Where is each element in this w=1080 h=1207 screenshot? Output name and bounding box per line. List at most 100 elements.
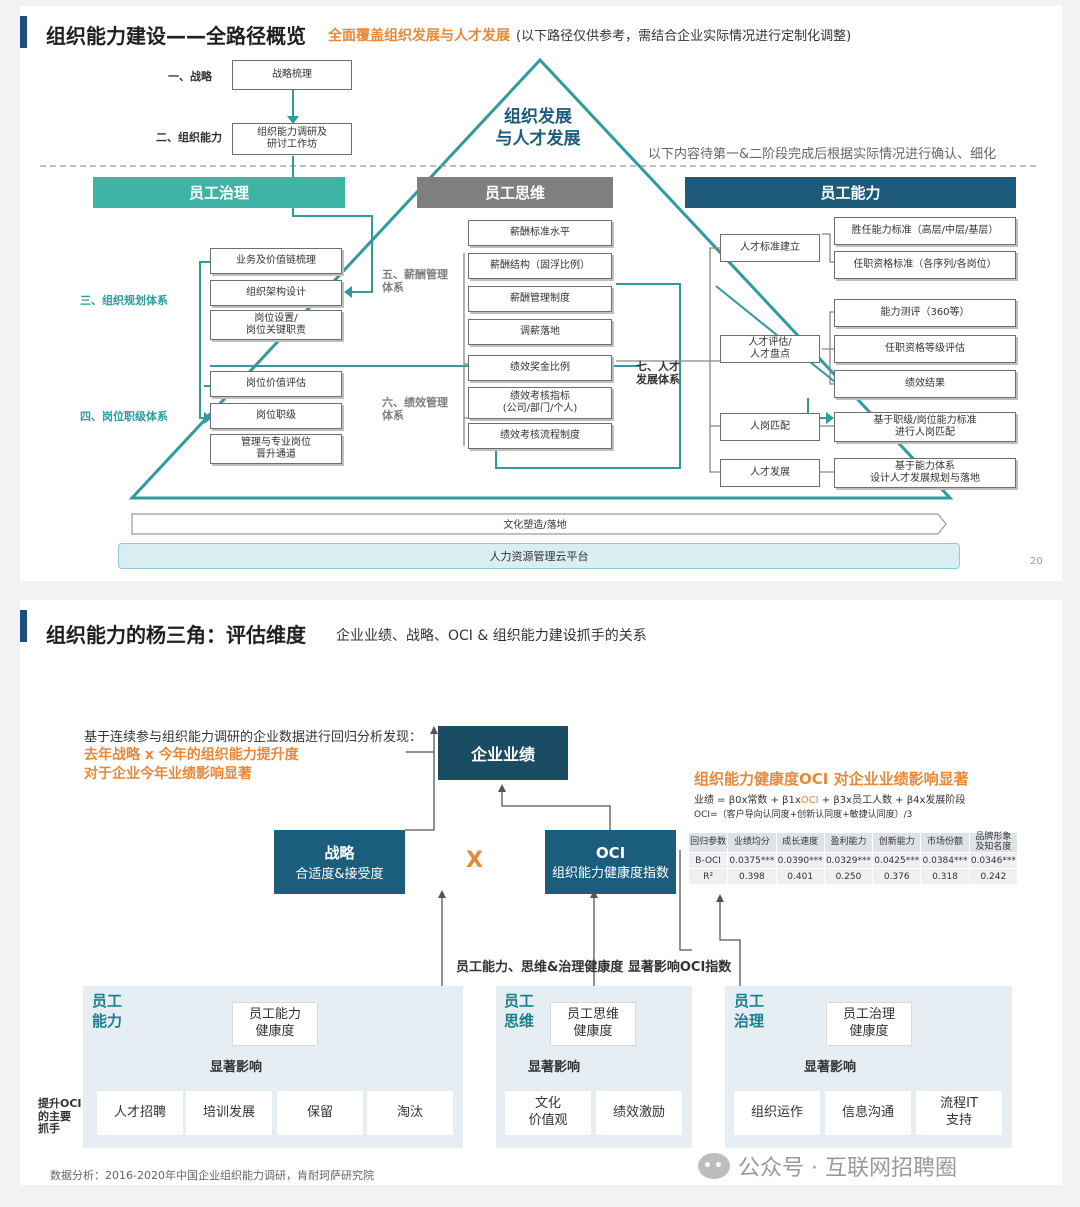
pay-structure-box: 薪酬结构（固浮比例） (468, 253, 612, 279)
oci-formula: OCI=（客户导向认同度+创新认同度+敏捷认同度）/3 (694, 810, 913, 820)
table-header-cell: 盈利能力 (823, 832, 874, 853)
finding-line2: 对于企业今年业绩影响显著 (84, 766, 252, 782)
panel1-impact: 显著影响 (210, 1060, 263, 1075)
pyramid-diagram (40, 57, 1040, 535)
slide1-note: (以下路径仅供参考，需结合企业实际情况进行定制化调整) (516, 29, 852, 44)
enterprise-performance-box: 企业业绩 (438, 726, 568, 780)
compensation-label: 五、薪酬管理 体系 (382, 268, 448, 295)
info-communication-box: 信息沟通 (825, 1091, 911, 1135)
recruiting-box: 人才招聘 (97, 1091, 183, 1135)
slide1-title: 组织能力建设——全路径概览 (46, 24, 306, 48)
step2-label: 二、组织能力 (156, 131, 222, 144)
assessment-360-box: 能力测评（360等） (834, 299, 1016, 327)
competency-standard-box: 胜任能力标准（高层/中层/基层） (834, 217, 1016, 245)
value-chain-box: 业务及价值链梳理 (210, 248, 342, 274)
table-cell: 0.0375*** (727, 852, 777, 869)
matching-by-standard-box: 基于职级/岗位能力标准 进行人岗匹配 (834, 412, 1016, 442)
job-grade-box: 岗位职级 (210, 403, 342, 429)
table-header-cell: 成长速度 (775, 832, 825, 853)
training-box: 培训发展 (186, 1091, 272, 1135)
pay-adjust-box: 调薪落地 (468, 319, 612, 345)
wechat-icon (698, 1153, 730, 1179)
talent-dev-label: 七、人才 发展体系 (636, 360, 680, 387)
oci-box: OCI 组织能力健康度指数 (545, 830, 676, 894)
culture-values-box: 文化 价值观 (505, 1091, 591, 1135)
slide-path-overview: 组织能力建设——全路径概览 全面覆盖组织发展与人才发展 (以下路径仅供参考，需结… (20, 6, 1062, 581)
table-header-row: 回归参数业绩均分成长速度盈利能力创新能力市场份额品牌形象 及知名度 (687, 832, 1019, 853)
table-header-cell: 业绩均分 (727, 832, 777, 853)
table-header-cell: 回归参数 (687, 832, 729, 853)
org-planning-label: 三、组织规划体系 (80, 294, 168, 307)
kpi-box: 绩效考核指标 (公司/部门/个人) (468, 387, 612, 419)
header-employee-mindset: 员工思维 (417, 177, 613, 208)
qualification-standard-box: 任职资格标准（各序列/各岗位） (834, 251, 1016, 279)
elimination-box: 淘汰 (367, 1091, 453, 1135)
performance-incentive-box: 绩效激励 (596, 1091, 682, 1135)
table-cell: 0.0329*** (823, 852, 874, 869)
appraisal-process-box: 绩效考核流程制度 (468, 423, 612, 449)
phase-note: 以下内容待第一&二阶段完成后根据实际情况进行确认、细化 (648, 147, 997, 162)
qualification-grade-box: 任职资格等级评估 (834, 335, 1016, 363)
title-accent-bar (20, 610, 27, 642)
panel3-health-box: 员工治理 健康度 (826, 1002, 912, 1046)
table-cell: 0.398 (727, 868, 777, 885)
table-cell: 0.250 (823, 868, 874, 885)
performance-label: 六、绩效管理 体系 (382, 396, 448, 423)
page-number: 20 (1030, 556, 1043, 567)
watermark-text: 公众号 · 互联网招聘圈 (738, 1156, 957, 1181)
panel2-health-box: 员工思维 健康度 (550, 1002, 636, 1046)
table-cell: 0.318 (920, 868, 970, 885)
strategy-title: 战略 (324, 844, 355, 862)
watermark: 公众号 · 互联网招聘圈 (698, 1150, 957, 1182)
strategy-box: 战略 合适度&接受度 (274, 830, 405, 894)
data-source: 数据分析：2016-2020年中国企业组织能力调研，肯耐珂萨研究院 (50, 1169, 374, 1182)
development-plan-box: 基于能力体系 设计人才发展规划与落地 (834, 458, 1016, 488)
table-cell: 0.0384*** (920, 852, 970, 869)
org-structure-box: 组织架构设计 (210, 280, 342, 306)
slide1-subtitle: 全面覆盖组织发展与人才发展 (328, 28, 510, 44)
promotion-path-box: 管理与专业岗位 晋升通道 (210, 434, 342, 464)
performance-result-box: 绩效结果 (834, 370, 1016, 398)
panel3-impact: 显著影响 (804, 1060, 857, 1075)
hr-cloud-platform-bar: 人力资源管理云平台 (118, 543, 960, 569)
header-employee-capability: 员工能力 (685, 177, 1016, 208)
talent-standard-box: 人才标准建立 (720, 234, 820, 262)
panel2-impact: 显著影响 (528, 1060, 581, 1075)
formula-suffix: + β3x员工人数 + β4x发展阶段 (818, 795, 966, 806)
oci-title: OCI (595, 843, 626, 862)
bonus-ratio-box: 绩效奖金比例 (468, 355, 612, 381)
table-header-cell: 市场份额 (920, 832, 970, 853)
strategy-subtitle: 合适度&接受度 (295, 867, 384, 882)
header-employee-governance: 员工治理 (93, 177, 345, 208)
retention-box: 保留 (277, 1091, 363, 1135)
panel1-health-box: 员工能力 健康度 (232, 1002, 318, 1046)
table-cell: 0.0346*** (968, 852, 1019, 869)
org-operation-box: 组织运作 (734, 1091, 820, 1135)
oci-levers-label: 提升OCI 的主要 抓手 (38, 1097, 82, 1136)
oci-subtitle: 组织能力健康度指数 (551, 865, 669, 881)
table-cell: 0.401 (775, 868, 825, 885)
multiply-mark: X (466, 848, 483, 873)
pay-policy-box: 薪酬管理制度 (468, 286, 612, 312)
finding-intro: 基于连续参与组织能力调研的企业数据进行回归分析发现： (84, 730, 423, 745)
slide2-title: 组织能力的杨三角：评估维度 (46, 623, 306, 647)
talent-development-box: 人才发展 (720, 459, 820, 487)
panel2-tag: 员工 思维 (504, 992, 535, 1030)
pay-level-box: 薪酬标准水平 (468, 220, 612, 246)
panel1-tag: 员工 能力 (92, 992, 123, 1030)
table-header-cell: 创新能力 (872, 832, 922, 853)
culture-bar-label: 文化塑造/落地 (503, 520, 567, 531)
talent-review-box: 人才评估/ 人才盘点 (720, 335, 820, 363)
mid-caption: 员工能力、思维&治理健康度 显著影响OCI指数 (456, 960, 732, 975)
slide2-note: 企业业绩、战略、OCI & 组织能力建设抓手的关系 (336, 628, 647, 644)
table-cell: 0.0390*** (775, 852, 825, 869)
position-setup-box: 岗位设置/ 岗位关键职责 (210, 310, 342, 340)
regression-formula: 业绩 = β0x常数 + β1xOCI + β3x员工人数 + β4x发展阶段 (694, 791, 965, 806)
table-cell: 0.0425*** (872, 852, 922, 869)
table-cell: 0.376 (872, 868, 922, 885)
pyramid-title: 组织发展 与人才发展 (495, 107, 581, 150)
table-cell: B-OCI (687, 852, 729, 869)
